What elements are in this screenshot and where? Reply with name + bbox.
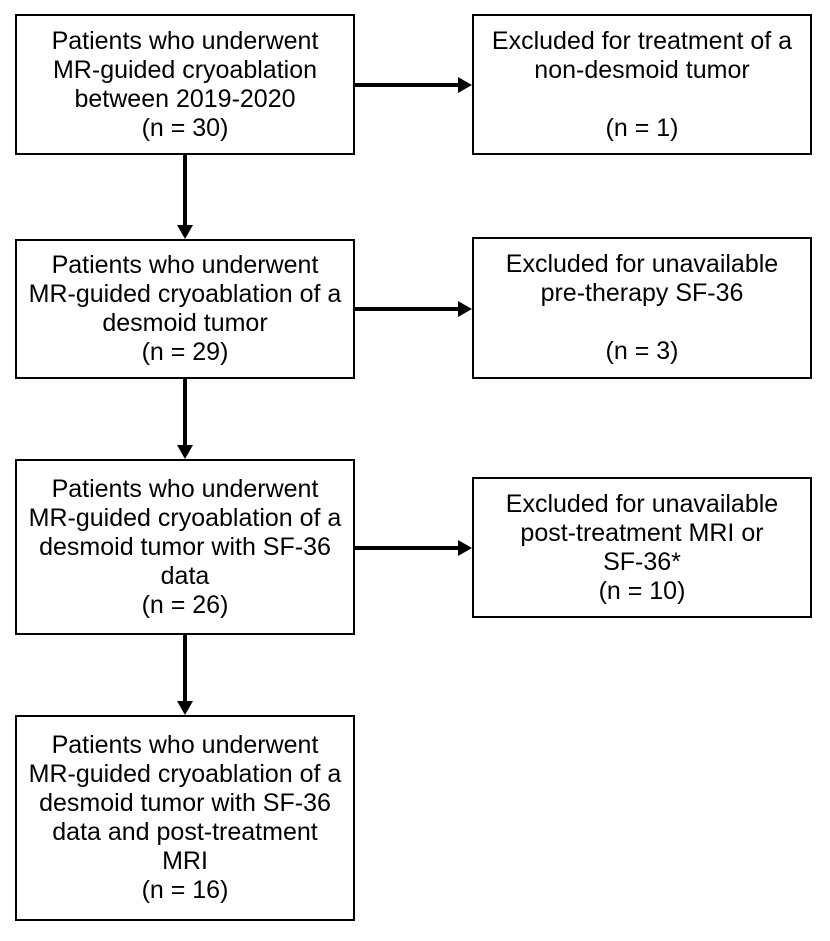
arrowhead-right-icon bbox=[458, 301, 472, 317]
box-n-count: (n = 10) bbox=[598, 576, 686, 605]
box-text-line: MR-guided cryoablation bbox=[52, 55, 318, 84]
arrowhead-down-icon bbox=[177, 701, 193, 715]
box-text-line: data and post-treatment bbox=[52, 818, 318, 846]
flow-box-initial-cohort: Patients who underwent MR-guided cryoabl… bbox=[15, 14, 355, 155]
box-text-line: Patients who underwent bbox=[51, 731, 319, 759]
arrow-shaft bbox=[355, 83, 460, 87]
flow-box-excluded-pre-therapy-sf36: Excluded for unavailable pre-therapy SF-… bbox=[472, 237, 812, 379]
flow-box-excluded-non-desmoid: Excluded for treatment of a non-desmoid … bbox=[472, 14, 812, 155]
box-text-line: MR-guided cryoablation of a bbox=[28, 760, 342, 788]
box-text-line: desmoid tumor bbox=[102, 309, 268, 337]
box-text-line: desmoid tumor with SF-36 bbox=[39, 789, 331, 817]
flow-box-desmoid-cohort: Patients who underwent MR-guided cryoabl… bbox=[15, 239, 355, 379]
box-text-line: MRI bbox=[162, 847, 208, 875]
flow-box-sf36-cohort: Patients who underwent MR-guided cryoabl… bbox=[15, 459, 355, 635]
box-text-line: SF-36* bbox=[603, 547, 681, 576]
arrowhead-down-icon bbox=[177, 445, 193, 459]
box-text-line: Patients who underwent bbox=[51, 474, 319, 503]
box-n-count: (n = 26) bbox=[141, 590, 229, 619]
box-n-count: (n = 1) bbox=[605, 113, 679, 142]
box-text-line: between 2019-2020 bbox=[74, 84, 296, 113]
box-text-line: Excluded for unavailable bbox=[505, 250, 779, 278]
box-text-line: MR-guided cryoablation of a bbox=[28, 503, 342, 532]
box-text-line: post-treatment MRI or bbox=[520, 518, 764, 547]
arrow-shaft bbox=[355, 546, 460, 550]
box-n-count: (n = 30) bbox=[141, 113, 229, 142]
box-text-line: desmoid tumor with SF-36 bbox=[39, 532, 331, 561]
arrowhead-right-icon bbox=[458, 77, 472, 93]
arrowhead-down-icon bbox=[177, 225, 193, 239]
box-text-line: data bbox=[160, 561, 210, 590]
flow-box-final-cohort: Patients who underwent MR-guided cryoabl… bbox=[15, 715, 355, 921]
box-text-line: pre-therapy SF-36 bbox=[540, 279, 744, 307]
box-text-line: Excluded for unavailable bbox=[505, 489, 779, 518]
box-n-count: (n = 16) bbox=[141, 876, 229, 904]
box-text-line: non-desmoid tumor bbox=[534, 55, 750, 84]
box-text-line: Excluded for treatment of a bbox=[491, 26, 793, 55]
box-text-line: Patients who underwent bbox=[51, 26, 319, 55]
arrow-shaft bbox=[355, 307, 460, 311]
arrowhead-right-icon bbox=[458, 540, 472, 556]
arrow-shaft bbox=[183, 635, 187, 702]
box-n-count: (n = 29) bbox=[141, 338, 229, 366]
box-text-line: Patients who underwent bbox=[51, 251, 319, 279]
box-n-count: (n = 3) bbox=[605, 337, 679, 365]
flow-box-excluded-post-treatment: Excluded for unavailable post-treatment … bbox=[472, 477, 812, 618]
box-text-line: MR-guided cryoablation of a bbox=[28, 280, 342, 308]
arrow-shaft bbox=[183, 155, 187, 226]
arrow-shaft bbox=[183, 379, 187, 446]
